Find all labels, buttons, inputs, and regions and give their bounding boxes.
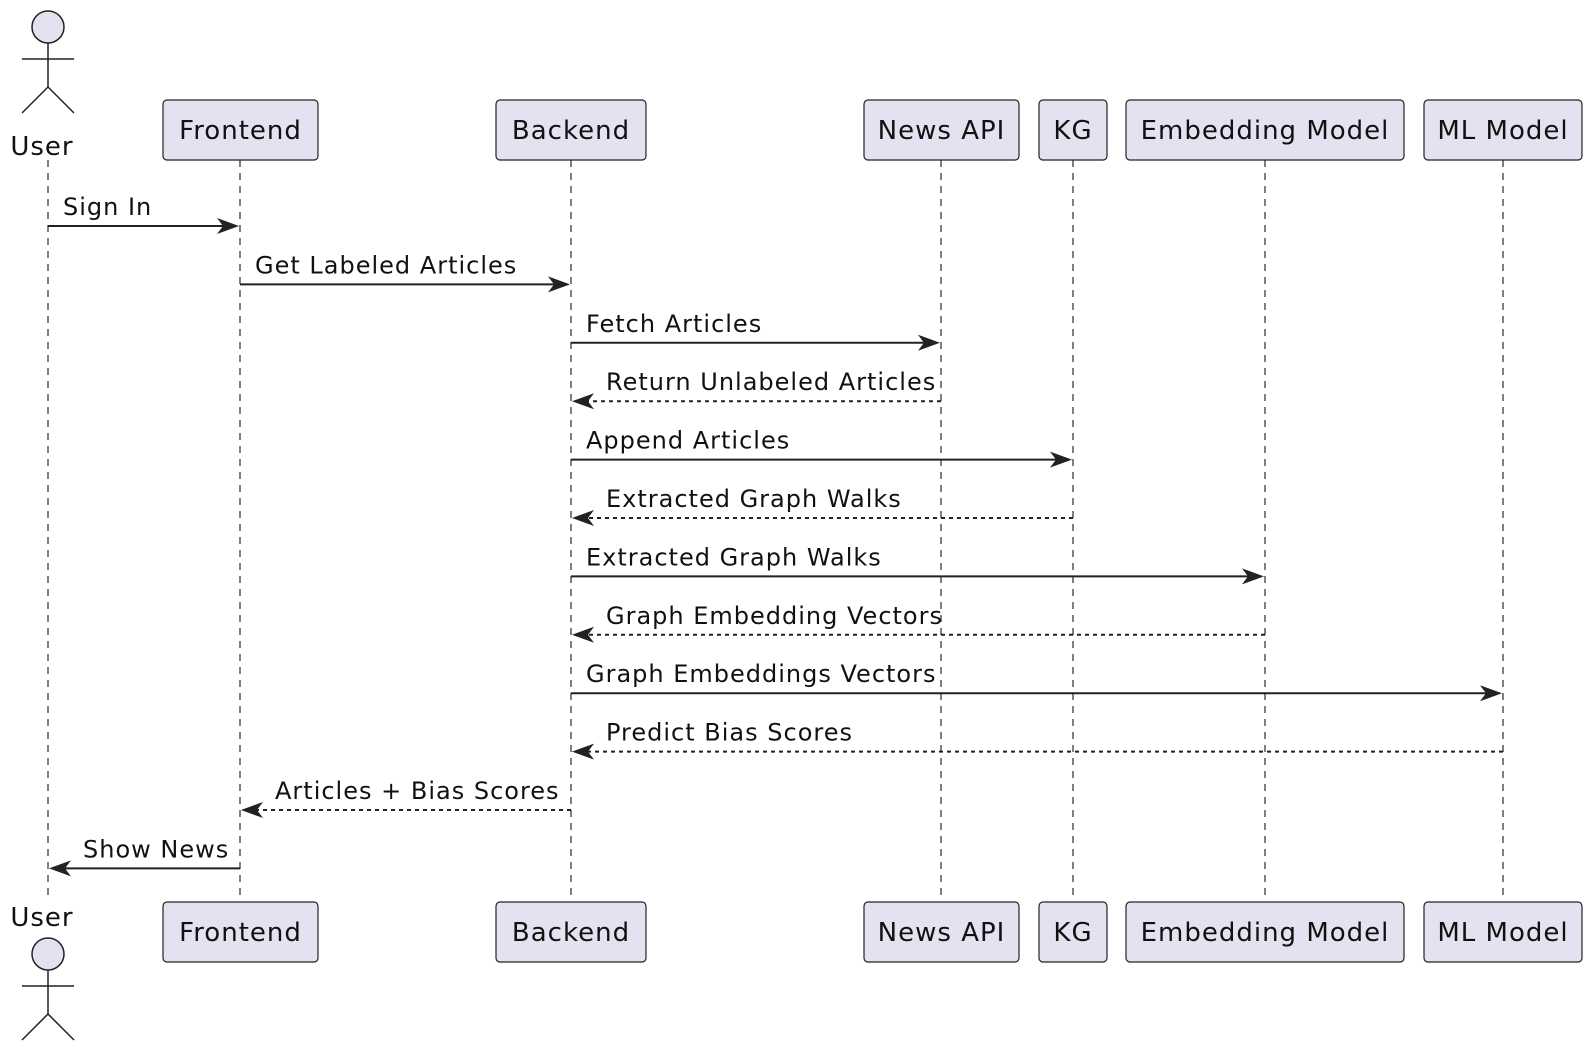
news-api-participant-top: News API [863,99,1020,161]
ml-model-label: ML Model [1437,918,1568,948]
message-label: Return Unlabeled Articles [606,368,936,396]
embedding-model-label: Embedding Model [1141,116,1390,146]
frontend-participant-bottom: Frontend [162,901,319,963]
message-label: Predict Bias Scores [606,719,853,747]
user-label-top: User [10,132,73,162]
arrowhead-icon [572,393,594,410]
arrowhead-icon [1242,568,1264,585]
message-graph-embedding-vectors: Graph Embedding Vectors [572,602,1265,643]
message-label: Show News [83,835,229,863]
message-append-articles: Append Articles [571,427,1072,468]
embedding-model-participant-top: Embedding Model [1125,99,1405,161]
kg-label: KG [1053,918,1092,948]
message-label: Graph Embeddings Vectors [586,660,936,688]
message-show-news: Show News [49,835,240,877]
user-actor-top: User [10,10,75,162]
arrowhead-icon [1050,451,1072,468]
frontend-participant-top: Frontend [162,99,319,161]
message-articles-bias-scores: Articles + Bias Scores [241,777,571,818]
frontend-label: Frontend [179,116,302,146]
message-extracted-graph-walks: Extracted Graph Walks [572,485,1073,526]
arrowhead-icon [572,743,594,760]
embedding-model-label: Embedding Model [1141,918,1390,948]
message-graph-embeddings-vectors: Graph Embeddings Vectors [571,660,1502,702]
message-fetch-articles: Fetch Articles [571,310,940,351]
news-api-participant-bottom: News API [863,901,1020,963]
message-label: Sign In [63,193,152,221]
backend-box [495,901,647,963]
frontend-box [162,901,319,963]
arrowhead-icon [217,218,239,234]
message-extracted-graph-walks: Extracted Graph Walks [571,543,1264,585]
user-actor-icon [21,10,75,114]
message-label: Extracted Graph Walks [606,485,902,513]
arrowhead-icon [1480,685,1502,702]
kg-box [1038,99,1108,161]
message-label: Get Labeled Articles [255,251,517,279]
embedding-model-participant-bottom: Embedding Model [1125,901,1405,963]
news-api-label: News API [878,918,1006,948]
backend-participant-top: Backend [495,99,647,161]
kg-participant-top: KG [1038,99,1108,161]
message-label: Extracted Graph Walks [586,543,882,571]
backend-label: Backend [512,116,630,146]
backend-label: Backend [512,918,630,948]
user-actor-icon [21,937,75,1041]
user-actor-bottom: User [10,903,75,1041]
message-label: Graph Embedding Vectors [606,602,943,630]
participants: UserUserFrontendFrontendBackendBackendNe… [10,10,1583,1041]
ml-model-box [1423,99,1583,161]
news-api-label: News API [878,116,1006,146]
news-api-box [863,99,1020,161]
arrowhead-icon [49,860,71,877]
ml-model-participant-top: ML Model [1423,99,1583,161]
backend-box [495,99,647,161]
message-label: Fetch Articles [586,310,762,338]
backend-participant-bottom: Backend [495,901,647,963]
kg-label: KG [1053,116,1092,146]
message-get-labeled-articles: Get Labeled Articles [240,251,570,293]
message-sign-in: Sign In [48,193,239,234]
frontend-box [162,99,319,161]
lifelines [47,160,1504,896]
kg-participant-bottom: KG [1038,901,1108,963]
message-return-unlabeled-articles: Return Unlabeled Articles [572,368,941,410]
arrowhead-icon [572,510,594,526]
arrowhead-icon [241,802,263,818]
message-label: Articles + Bias Scores [275,777,560,805]
arrowhead-icon [548,276,570,293]
user-label-bottom: User [10,903,73,933]
embedding-model-box [1125,99,1405,161]
arrowhead-icon [918,334,940,351]
message-predict-bias-scores: Predict Bias Scores [572,719,1503,760]
arrowhead-icon [572,626,594,643]
kg-box [1038,901,1108,963]
ml-model-box [1423,901,1583,963]
ml-model-participant-bottom: ML Model [1423,901,1583,963]
news-api-box [863,901,1020,963]
ml-model-label: ML Model [1437,116,1568,146]
embedding-model-box [1125,901,1405,963]
message-label: Append Articles [586,427,790,455]
frontend-label: Frontend [179,918,302,948]
